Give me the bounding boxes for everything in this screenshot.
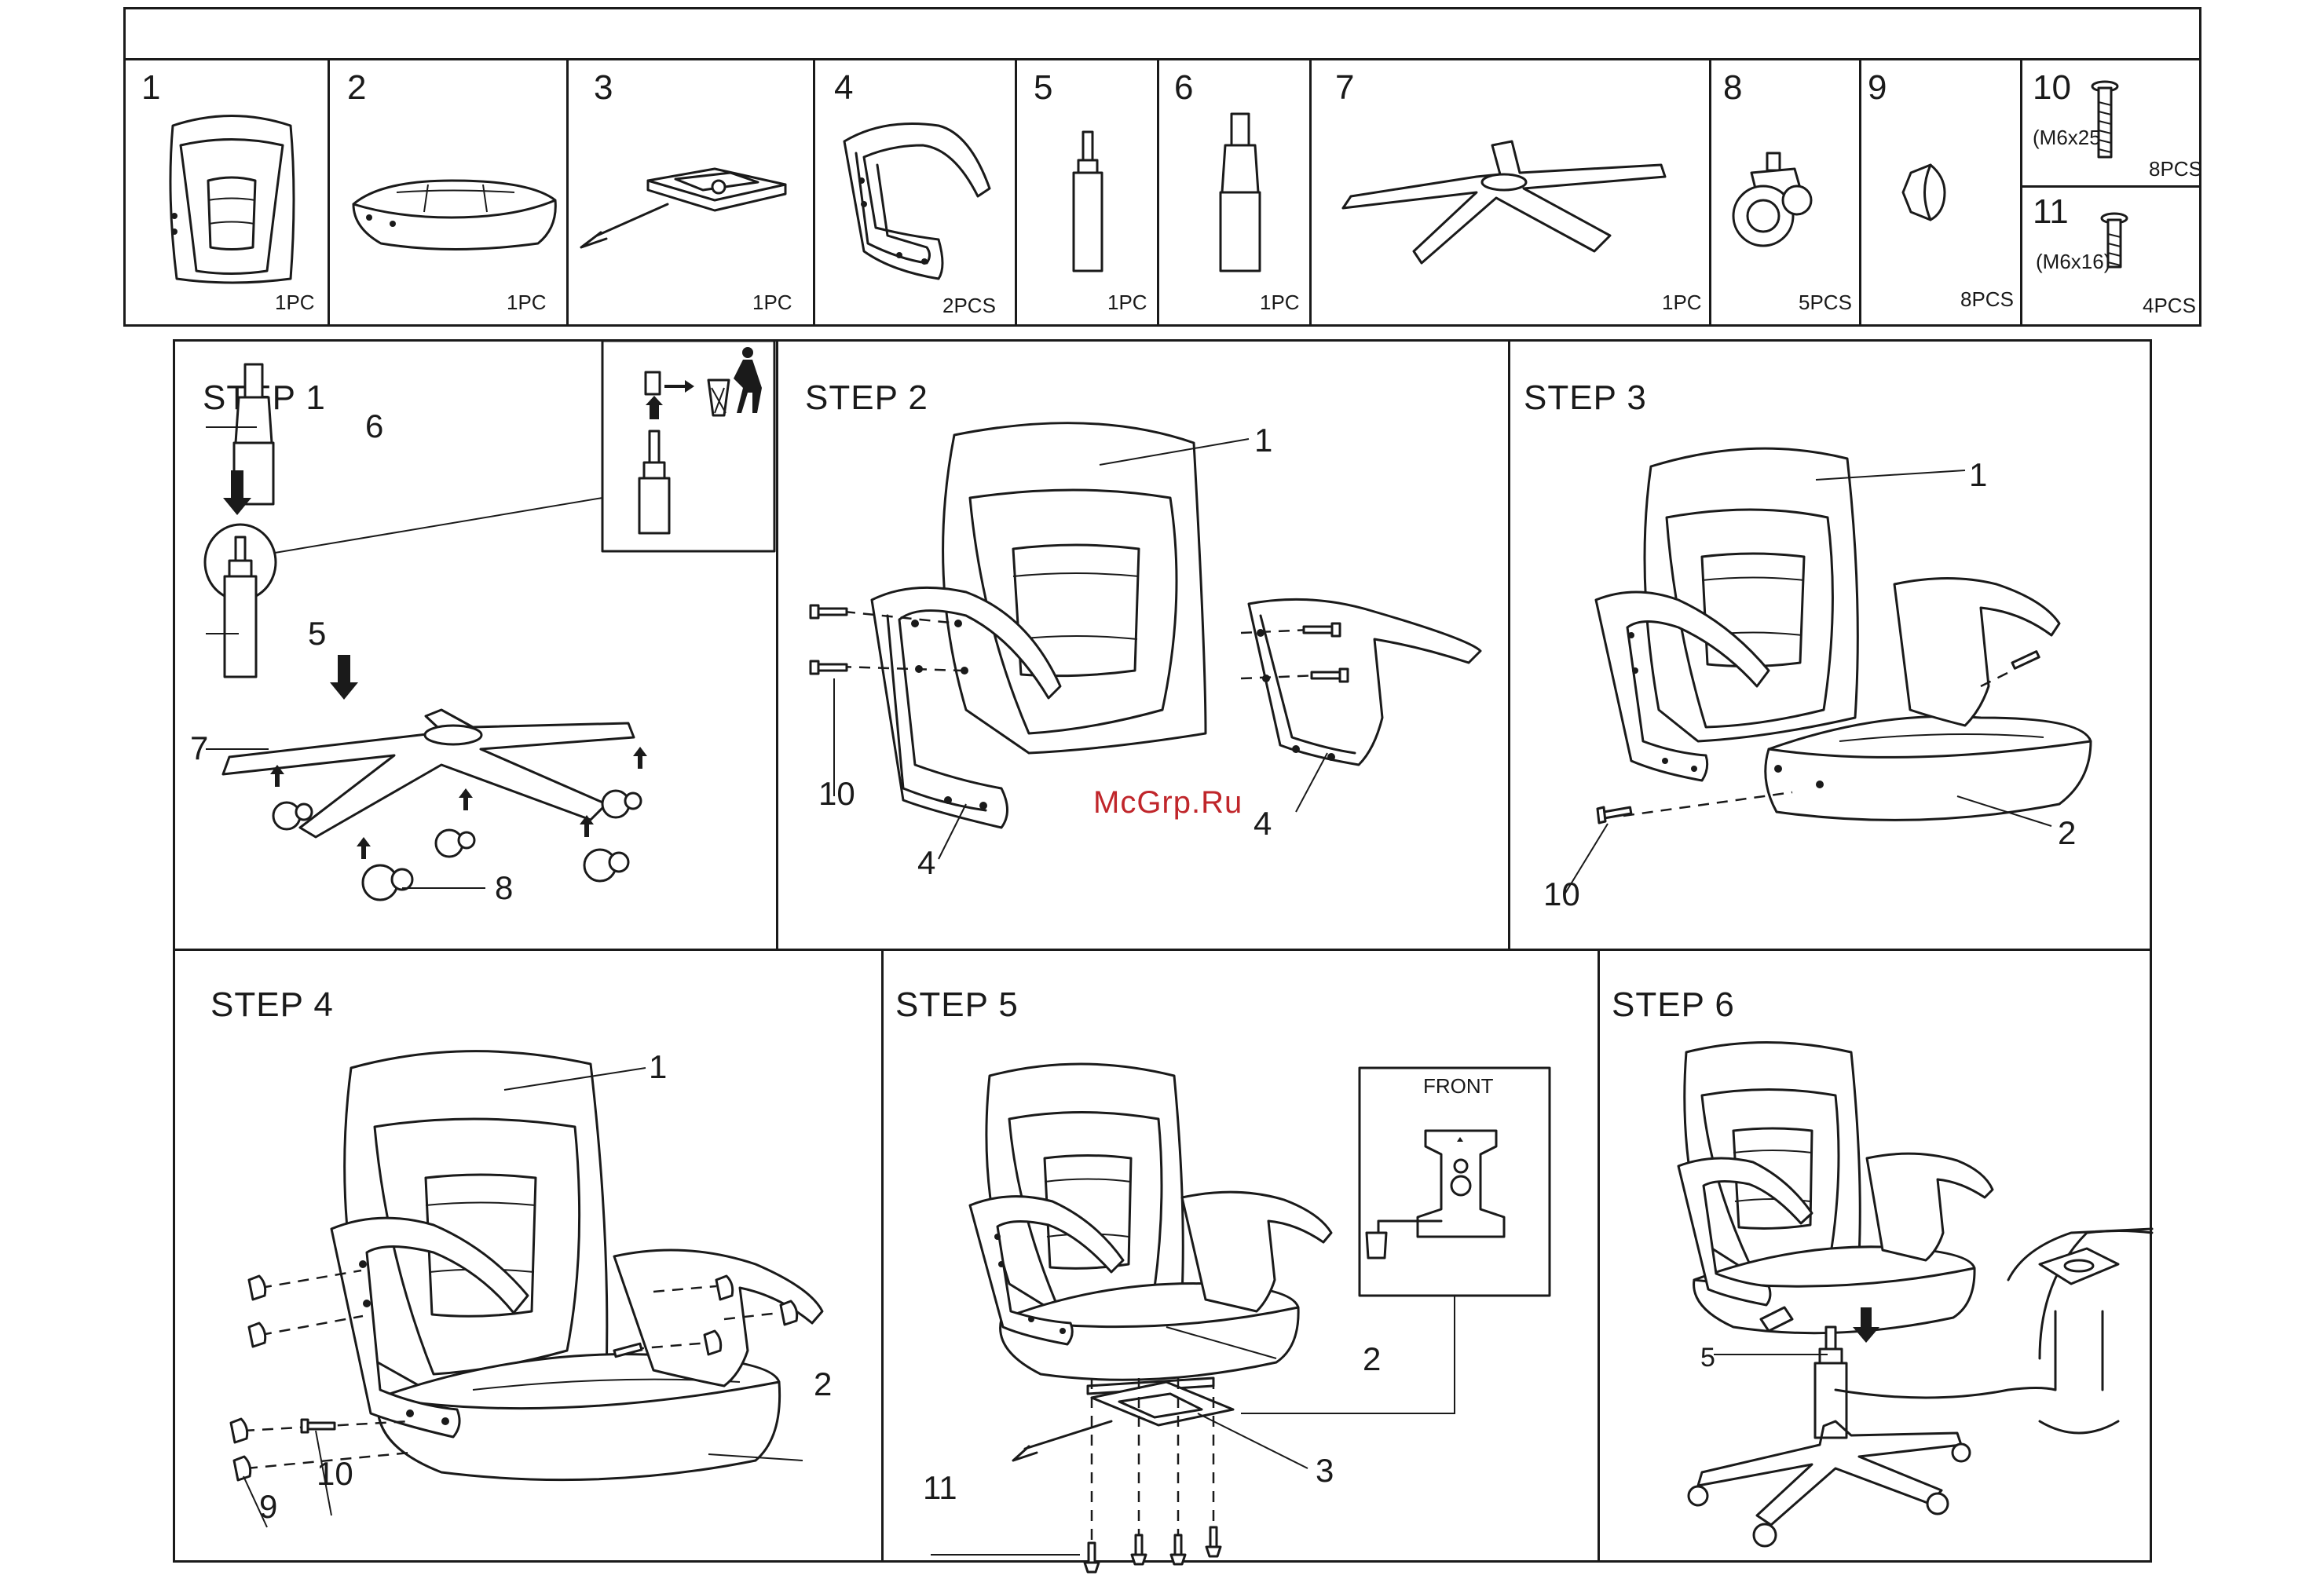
parts-divider: [1859, 58, 1861, 327]
parts-divider: [566, 58, 569, 327]
part-number: 9: [1868, 71, 1887, 105]
part-number: 10: [2033, 71, 2071, 105]
part-number: 11: [2033, 195, 2069, 229]
parts-divider: [1709, 58, 1711, 327]
part-number: 1: [141, 71, 160, 105]
step-2-diagram: [778, 341, 1508, 949]
front-inset-box: [1360, 1068, 1550, 1296]
bolt-long-icon: [2089, 79, 2121, 165]
parts-divider: [2020, 58, 2022, 327]
gas-lift-icon: [1064, 126, 1111, 275]
star-base-icon: [1335, 133, 1681, 275]
step-1-callout: 7: [190, 732, 208, 765]
step-3-callout: 2: [2058, 817, 2076, 850]
part-number: 8: [1723, 71, 1742, 105]
part-quantity: 8PCS: [1960, 289, 2014, 309]
step-3-diagram: [1510, 341, 2152, 949]
part-quantity: 2PCS: [942, 295, 996, 316]
step-5-callout: 2: [1363, 1343, 1381, 1376]
parts-divider: [813, 58, 815, 327]
part-number: 6: [1174, 71, 1193, 105]
part-number: 5: [1034, 71, 1052, 105]
part-quantity: 5PCS: [1799, 292, 1852, 313]
step-6-diagram: [1600, 950, 2152, 1563]
watermark: McGrp.Ru: [1093, 785, 1243, 821]
step-2-callout: 10: [818, 777, 855, 810]
part-number: 7: [1335, 71, 1354, 105]
bolt-cap-icon: [1899, 157, 1954, 228]
part-number: 2: [347, 71, 366, 105]
step-3-callout: 10: [1543, 878, 1580, 911]
step-2-callout: 4: [1253, 807, 1272, 840]
parts-table-header-row: [123, 7, 2201, 60]
step-2-callout: 1: [1254, 424, 1272, 457]
step-4-callout: 1: [649, 1051, 667, 1084]
step-5-callout: 3: [1316, 1454, 1334, 1487]
step-1-diagram: [174, 341, 776, 949]
part-quantity: 1PC: [1662, 292, 1702, 313]
part-quantity: 1PC: [752, 292, 792, 313]
part-quantity: 1PC: [507, 292, 547, 313]
part-quantity: 8PCS: [2149, 159, 2202, 179]
gas-lift-cover-icon: [1210, 106, 1272, 279]
part-quantity: 1PC: [1260, 292, 1300, 313]
caster-wheel-icon: [1728, 149, 1822, 251]
parts-divider: [328, 58, 330, 327]
parts-divider: [1015, 58, 1017, 327]
part-quantity: 1PC: [1107, 292, 1147, 313]
step-4-callout: 9: [259, 1490, 277, 1523]
part-quantity: 1PC: [275, 292, 315, 313]
step-4-callout: 10: [317, 1457, 353, 1490]
step-1-callout: 8: [495, 872, 513, 905]
chair-back-icon: [157, 110, 306, 291]
step-2-callout: 4: [917, 846, 935, 879]
step-6-callout: 5: [1700, 1344, 1715, 1371]
front-inset-label: FRONT: [1423, 1076, 1494, 1096]
step-5-callout: 11: [923, 1472, 957, 1504]
step-4-callout: 2: [814, 1368, 832, 1401]
step-3-callout: 1: [1969, 459, 1987, 492]
parts-divider: [1157, 58, 1159, 327]
step-1-callout: 6: [365, 410, 383, 443]
step-4-diagram: [174, 950, 881, 1563]
parts-divider: [1309, 58, 1312, 327]
seat-cushion-icon: [350, 169, 562, 255]
seat-mechanism-icon: [573, 157, 801, 251]
part-quantity: 4PCS: [2143, 295, 2196, 316]
armrest-icon: [829, 110, 994, 283]
part-number: 3: [594, 71, 613, 105]
step-1-callout: 5: [308, 617, 326, 650]
step-5-diagram: [884, 950, 1598, 1563]
parts-divider: [2020, 185, 2201, 188]
bolt-short-icon: [2099, 210, 2130, 281]
part-number: 4: [834, 71, 853, 105]
